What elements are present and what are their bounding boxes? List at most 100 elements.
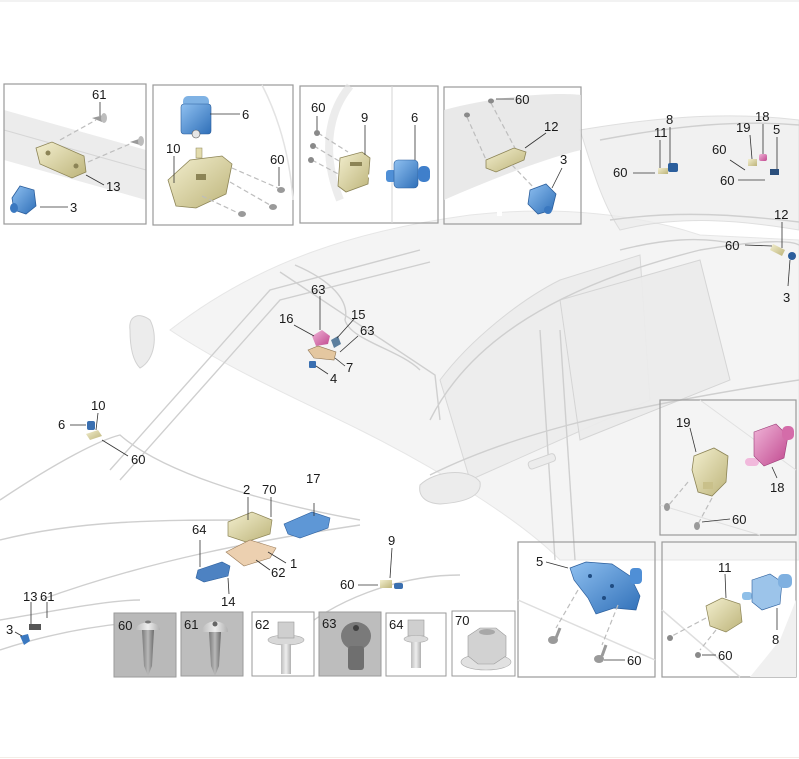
bracket-17-icon bbox=[283, 511, 331, 539]
screws-60-icon bbox=[238, 187, 285, 217]
callout-60: 60 bbox=[270, 152, 284, 167]
callout-16: 16 bbox=[279, 311, 293, 326]
bracket-13-icon bbox=[35, 141, 87, 179]
tapping-screw-pan-head-icon bbox=[136, 620, 160, 676]
screw-61-icon bbox=[92, 113, 107, 123]
sensor-5-icon bbox=[770, 169, 779, 175]
hex-flange-bolt-washer-icon bbox=[267, 621, 305, 674]
callout-19: 19 bbox=[676, 415, 690, 430]
callout-group-front-left[interactable]: 10 6 60 bbox=[58, 398, 145, 467]
legend-label-64: 64 bbox=[389, 617, 403, 632]
callout-11: 11 bbox=[654, 125, 668, 140]
callout-group-rear-spoiler[interactable]: 11 8 60 19 18 5 60 60 bbox=[613, 109, 780, 188]
detail-panel-2[interactable]: 6 10 60 bbox=[152, 84, 294, 226]
callout-18: 18 bbox=[770, 480, 784, 495]
detail-panel-1[interactable]: 61 13 3 bbox=[3, 83, 147, 225]
sensor-6-icon bbox=[180, 96, 212, 139]
callout-2: 2 bbox=[243, 482, 250, 497]
callout-60: 60 bbox=[131, 452, 145, 467]
callout-61: 61 bbox=[40, 589, 54, 604]
callout-13: 13 bbox=[23, 589, 37, 604]
bracket-19-icon bbox=[748, 159, 757, 166]
legend-label-62: 62 bbox=[255, 617, 269, 632]
callout-64: 64 bbox=[192, 522, 206, 537]
legend-label-63: 63 bbox=[322, 616, 336, 631]
car-body-outline bbox=[0, 115, 799, 651]
callout-18: 18 bbox=[755, 109, 769, 124]
sensor-4-icon bbox=[309, 361, 316, 368]
callout-7: 7 bbox=[346, 360, 353, 375]
callout-60: 60 bbox=[732, 512, 746, 527]
detail-panel-4[interactable]: 60 12 3 bbox=[443, 86, 582, 225]
screws-60-icon bbox=[667, 635, 701, 658]
fastener-62-tile[interactable]: 62 bbox=[251, 611, 315, 677]
callout-19: 19 bbox=[736, 120, 750, 135]
detail-panel-5[interactable]: 19 18 60 bbox=[659, 399, 797, 536]
fastener-64-tile[interactable]: 64 bbox=[385, 612, 447, 677]
sensor-8-icon bbox=[742, 573, 792, 611]
screws-60-icon bbox=[664, 503, 700, 530]
sensor-5-icon bbox=[569, 561, 642, 615]
callout-17: 17 bbox=[306, 471, 320, 486]
callout-62: 62 bbox=[271, 565, 285, 580]
sensor-6-icon bbox=[87, 421, 95, 430]
control-unit-14-icon bbox=[195, 561, 231, 583]
callout-60: 60 bbox=[725, 238, 739, 253]
fastener-61-tile[interactable]: 61 bbox=[180, 611, 244, 677]
detail-panel-6[interactable]: 5 60 bbox=[517, 541, 656, 678]
bracket-11-icon bbox=[658, 168, 668, 174]
sensor-9-icon bbox=[394, 583, 403, 589]
callout-9: 9 bbox=[361, 110, 368, 125]
callout-60: 60 bbox=[718, 648, 732, 663]
callout-5: 5 bbox=[773, 122, 780, 137]
detail-panel-3[interactable]: 60 9 6 bbox=[299, 83, 439, 224]
hex-flange-bolt-icon bbox=[403, 619, 429, 668]
plate-7-icon bbox=[307, 345, 337, 361]
sensor-8-icon bbox=[668, 163, 678, 172]
callout-group-front-door[interactable]: 9 60 bbox=[340, 533, 403, 592]
detail-panel-7[interactable]: 11 8 60 bbox=[661, 541, 797, 678]
callout-6: 6 bbox=[411, 110, 418, 125]
callout-60: 60 bbox=[311, 100, 325, 115]
callout-60: 60 bbox=[340, 577, 354, 592]
fastener-60-tile[interactable]: 60 bbox=[113, 612, 177, 678]
callout-group-engine-bay[interactable]: 2 70 17 64 1 62 14 bbox=[192, 471, 331, 609]
callout-6: 6 bbox=[242, 107, 249, 122]
callout-8: 8 bbox=[772, 632, 779, 647]
screws-60-icon bbox=[464, 98, 494, 118]
fastener-63-tile[interactable]: 63 bbox=[318, 611, 382, 677]
sensor-18-icon bbox=[745, 423, 794, 467]
bracket-10-icon bbox=[167, 147, 233, 209]
callout-60: 60 bbox=[627, 653, 641, 668]
screw-61b-icon bbox=[130, 136, 144, 146]
plate-1-icon bbox=[225, 539, 277, 567]
callout-1: 1 bbox=[290, 556, 297, 571]
bracket-10-icon bbox=[86, 430, 102, 440]
control-unit-2-icon bbox=[227, 511, 273, 543]
callout-63: 63 bbox=[311, 282, 325, 297]
fastener-70-tile[interactable]: 70 bbox=[451, 610, 516, 677]
top-edge-strip bbox=[0, 0, 799, 2]
callout-5: 5 bbox=[536, 554, 543, 569]
callout-60b: 60 bbox=[712, 142, 726, 157]
callout-group-roof-console[interactable]: 63 16 15 63 7 4 bbox=[279, 282, 374, 386]
callout-11: 11 bbox=[718, 560, 732, 575]
callout-15: 15 bbox=[351, 307, 365, 322]
sensor-3-icon bbox=[788, 252, 796, 260]
callout-3: 3 bbox=[560, 152, 567, 167]
hex-flange-nut-icon bbox=[460, 627, 512, 671]
callout-group-rear-corner[interactable]: 12 60 3 bbox=[725, 207, 796, 305]
tapping-screw-torx-icon bbox=[202, 621, 228, 676]
callout-6: 6 bbox=[58, 417, 65, 432]
bracket-12-icon bbox=[485, 147, 527, 173]
callout-9: 9 bbox=[388, 533, 395, 548]
callout-12: 12 bbox=[774, 207, 788, 222]
bracket-11-icon bbox=[705, 597, 743, 633]
callout-60: 60 bbox=[613, 165, 627, 180]
callout-70: 70 bbox=[262, 482, 276, 497]
bracket-12-icon bbox=[770, 244, 785, 256]
callout-10: 10 bbox=[91, 398, 105, 413]
callout-group-front-bumper[interactable]: 13 61 3 bbox=[6, 589, 54, 645]
legend-label-70: 70 bbox=[455, 613, 469, 628]
